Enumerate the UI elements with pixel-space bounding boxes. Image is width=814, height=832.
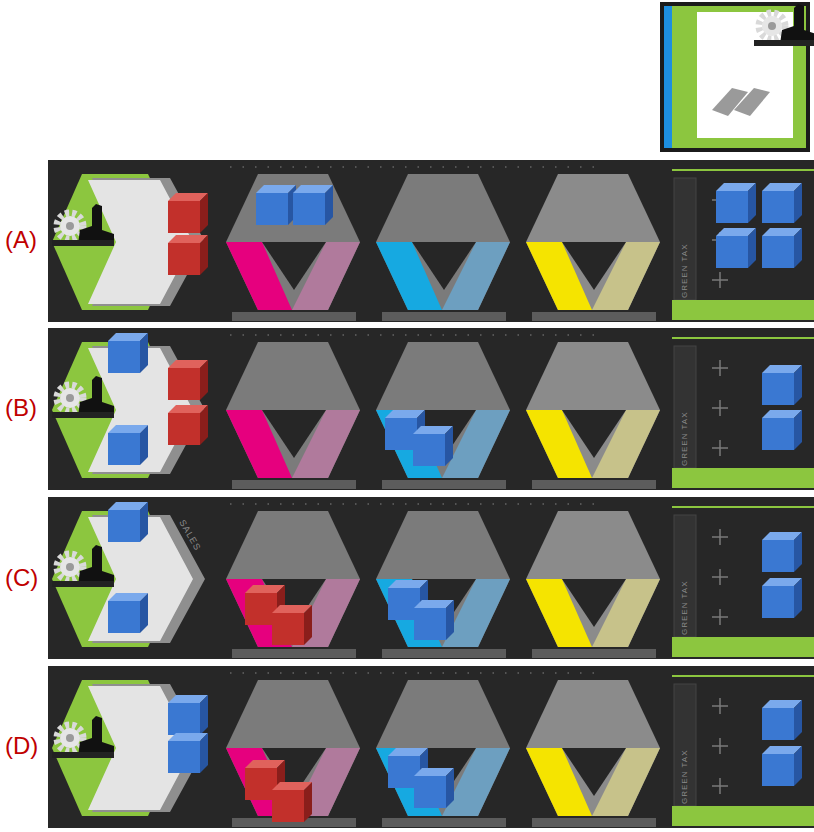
row-letter: (D) — [5, 734, 38, 758]
card — [660, 2, 814, 152]
tax-label: GREEN TAX — [680, 412, 689, 467]
row-letter: (B) — [5, 396, 37, 420]
row-letter: (C) — [5, 566, 38, 590]
tax-label: GREEN TAX — [680, 750, 689, 805]
tax-label: GREEN TAX — [680, 581, 689, 636]
row-letter: (A) — [5, 228, 37, 252]
tax-label: GREEN TAX — [680, 244, 689, 299]
